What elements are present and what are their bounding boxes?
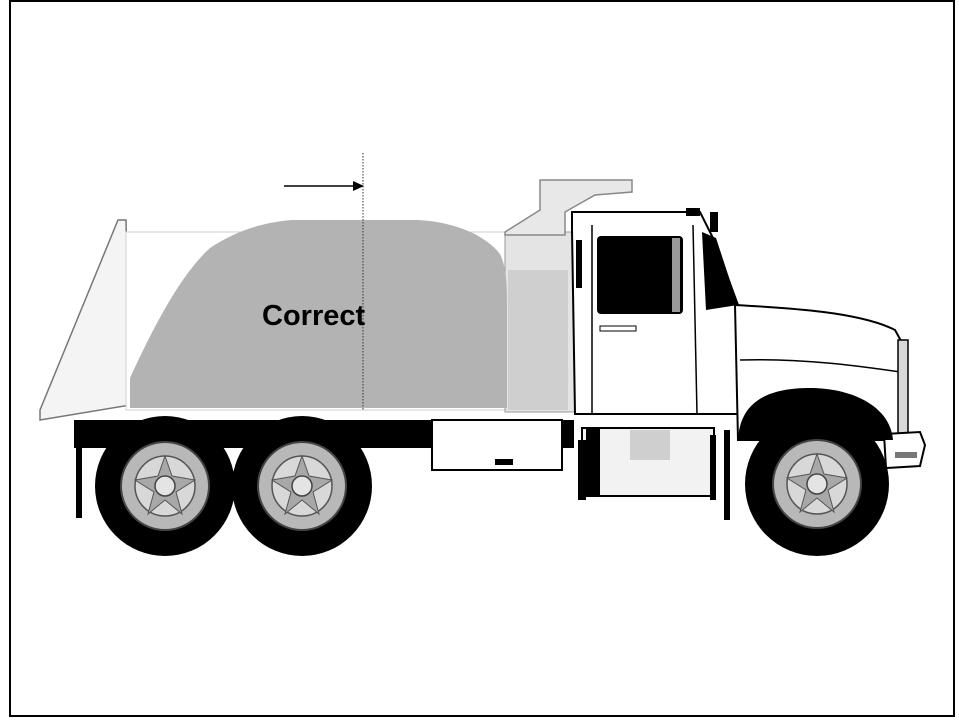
rear-wheel-2 <box>232 416 372 556</box>
tailgate <box>40 220 130 420</box>
cab-windshield <box>702 232 738 310</box>
load-label: Correct <box>262 302 365 331</box>
grille <box>898 340 908 435</box>
arrow-head <box>353 181 364 191</box>
rear-wheel-1 <box>95 416 235 556</box>
front-wheel <box>745 412 889 556</box>
cab-side-window <box>597 236 683 314</box>
